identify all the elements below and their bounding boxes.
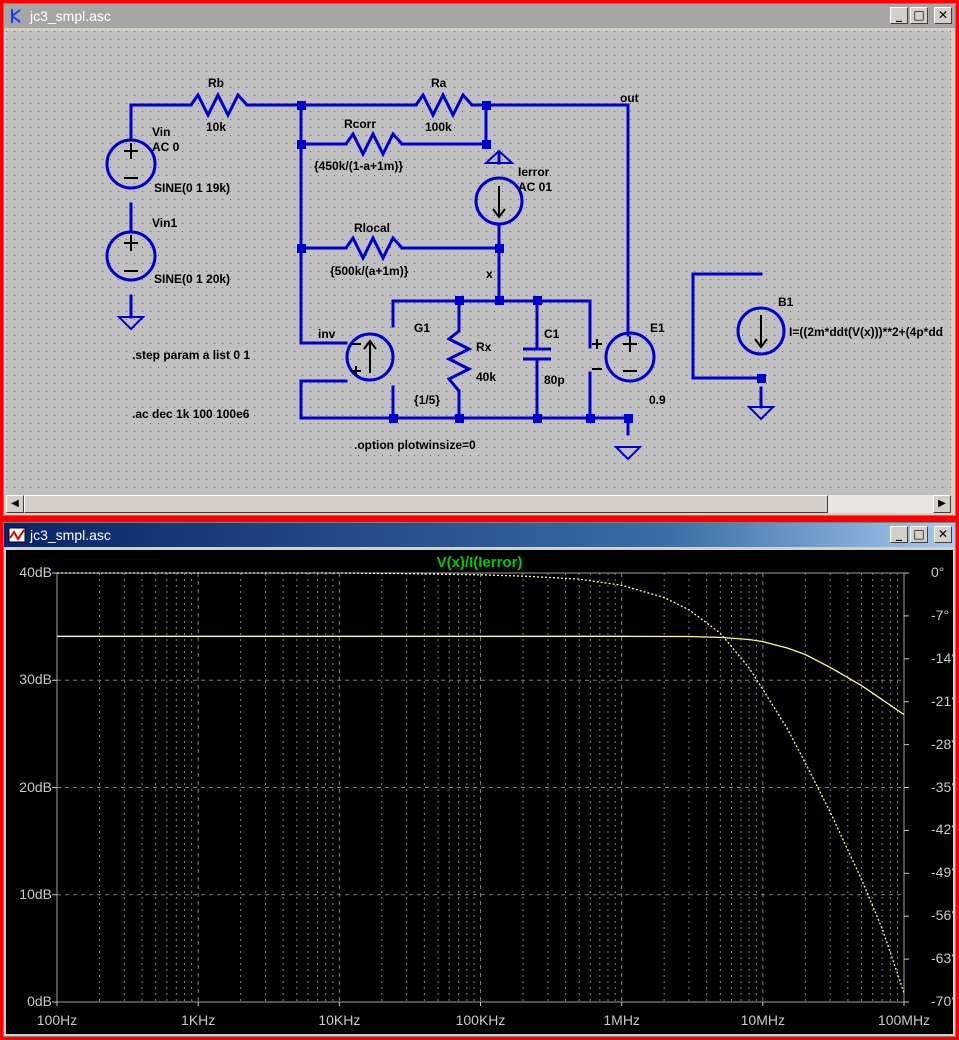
e1-value: 0.9 bbox=[649, 393, 666, 407]
bode-plot bbox=[52, 572, 909, 1006]
vin-sine: SINE(0 1 19k) bbox=[154, 181, 231, 195]
vin-label: Vin bbox=[152, 125, 171, 139]
schematic-window: jc3_smpl.asc _ □ ✕ bbox=[3, 3, 956, 516]
rx-value: 40k bbox=[476, 370, 497, 384]
horizontal-scrollbar[interactable]: ◀ ▶ bbox=[6, 495, 951, 513]
out-net-label: out bbox=[620, 91, 639, 105]
vin1-sine: SINE(0 1 20k) bbox=[154, 272, 231, 286]
x-tick-label: 10MHz bbox=[740, 1012, 785, 1028]
y-right-tick-label: -56° bbox=[931, 907, 953, 924]
y-right-tick-label: -14° bbox=[931, 649, 953, 666]
option-directive[interactable]: .option plotwinsize=0 bbox=[354, 438, 476, 452]
y-right-tick-label: -7° bbox=[931, 606, 950, 623]
rcorr-label: Rcorr bbox=[344, 117, 377, 131]
e1-label: E1 bbox=[650, 321, 665, 335]
ierror-label: Ierror bbox=[518, 165, 550, 179]
schematic-drawing bbox=[6, 31, 951, 495]
schematic-canvas[interactable]: Rb 10k Ra 100k out Rcorr {450k/(1-a+1m)}… bbox=[6, 31, 951, 495]
x-tick-label: 100KHz bbox=[455, 1012, 506, 1028]
minimize-button[interactable]: _ bbox=[890, 7, 908, 24]
c1-label: C1 bbox=[544, 327, 560, 341]
y-right-tick-label: -70° bbox=[931, 993, 953, 1009]
y-left-tick-label: 40dB bbox=[19, 564, 52, 580]
ac-directive[interactable]: .ac dec 1k 100 100e6 bbox=[132, 407, 250, 421]
y-right-tick-label: -49° bbox=[931, 864, 953, 881]
ierror-ac: AC 01 bbox=[518, 180, 553, 194]
scroll-left-button[interactable]: ◀ bbox=[6, 495, 24, 513]
ra-label: Ra bbox=[431, 76, 447, 90]
y-right-tick-label: -35° bbox=[931, 778, 953, 795]
vin1-label: Vin1 bbox=[152, 216, 178, 230]
rlocal-label: Rlocal bbox=[354, 221, 391, 235]
plot-window: jc3_smpl.asc _ □ ✕ V(x)/I(Ierror) 100Hz 1… bbox=[3, 522, 956, 1037]
y-right-tick-label: -63° bbox=[931, 950, 953, 967]
b1-expression: I=((2m*ddt(V(x)))**2+(4p*dd bbox=[789, 325, 944, 339]
plot-title-text: jc3_smpl.asc bbox=[30, 527, 111, 543]
rb-label: Rb bbox=[208, 76, 224, 90]
schematic-titlebar[interactable]: jc3_smpl.asc _ □ ✕ bbox=[4, 4, 955, 28]
step-directive[interactable]: .step param a list 0 1 bbox=[132, 348, 251, 362]
y-right-tick-label: 0° bbox=[931, 564, 945, 580]
schematic-app-icon bbox=[11, 9, 21, 23]
plot-titlebar[interactable]: jc3_smpl.asc _ □ ✕ bbox=[4, 523, 955, 547]
plot-canvas[interactable]: V(x)/I(Ierror) 100Hz 1KHz 10KHz 100KHz 1MHz 1… bbox=[6, 550, 953, 1034]
c1-value: 80p bbox=[544, 373, 565, 387]
schematic-title: jc3_smpl.asc bbox=[30, 8, 111, 24]
x-tick-label: 1KHz bbox=[181, 1012, 216, 1028]
rb-value: 10k bbox=[206, 120, 227, 134]
vin-ac: AC 0 bbox=[152, 140, 180, 154]
plot-maximize-button[interactable]: □ bbox=[910, 526, 928, 543]
b1-label: B1 bbox=[778, 295, 794, 309]
y-right-tick-label: -28° bbox=[931, 735, 953, 752]
waveform-icon bbox=[8, 527, 26, 543]
trace-title[interactable]: V(x)/I(Ierror) bbox=[436, 554, 523, 571]
y-right-tick-label: -42° bbox=[931, 821, 953, 838]
ra-value: 100k bbox=[425, 120, 452, 134]
rcorr-value: {450k/(1-a+1m)} bbox=[314, 159, 404, 173]
phase-trace[interactable] bbox=[57, 572, 905, 994]
close-button[interactable]: ✕ bbox=[934, 7, 952, 24]
x-tick-label: 100Hz bbox=[36, 1012, 78, 1028]
plot-close-button[interactable]: ✕ bbox=[934, 526, 952, 543]
y-left-tick-label: 30dB bbox=[19, 671, 52, 688]
maximize-button[interactable]: □ bbox=[910, 7, 928, 24]
y-left-tick-label: 0dB bbox=[27, 993, 52, 1009]
inv-net-label: inv bbox=[318, 327, 336, 341]
y-left-tick-label: 10dB bbox=[19, 885, 52, 902]
rlocal-value: {500k/(a+1m)} bbox=[330, 264, 409, 278]
g1-value: {1/5} bbox=[414, 393, 441, 407]
scroll-right-button[interactable]: ▶ bbox=[933, 495, 951, 513]
g1-label: G1 bbox=[414, 321, 431, 335]
x-tick-label: 100MHz bbox=[877, 1012, 931, 1028]
magnitude-trace[interactable] bbox=[57, 635, 905, 716]
x-net-label: x bbox=[486, 267, 493, 281]
y-right-tick-label: -21° bbox=[931, 692, 953, 709]
y-left-tick-label: 20dB bbox=[19, 778, 52, 795]
plot-minimize-button[interactable]: _ bbox=[890, 526, 908, 543]
rx-label: Rx bbox=[476, 340, 492, 354]
x-tick-label: 1MHz bbox=[603, 1012, 640, 1028]
x-tick-label: 10KHz bbox=[318, 1012, 361, 1028]
scroll-thumb[interactable] bbox=[24, 495, 828, 513]
